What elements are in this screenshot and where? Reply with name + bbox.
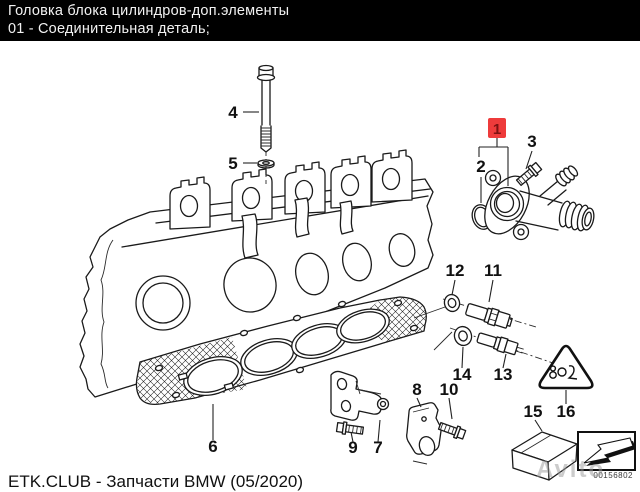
watermark: Avito (536, 456, 605, 483)
part-6-head-gasket (135, 296, 427, 406)
part-9-bolt (335, 421, 365, 435)
part-label-14[interactable]: 14 (453, 365, 472, 384)
part-8-plate (406, 402, 442, 465)
part-label-2[interactable]: 2 (476, 157, 485, 176)
page-subtitle: 01 - Соединительная деталь; (8, 21, 211, 37)
triangle-symbol (549, 365, 578, 380)
part-1-connector-flange (484, 165, 595, 241)
title-bar: Головка блока цилиндров-доп.элементы 01 … (0, 0, 640, 41)
part-label-4[interactable]: 4 (228, 103, 238, 122)
page-title: Головка блока цилиндров-доп.элементы (8, 3, 290, 19)
part-5-washer (257, 159, 275, 169)
part-14-seal-ring (453, 325, 473, 347)
image-code: 00156802 (593, 471, 633, 480)
part-11-temp-sensor (465, 303, 513, 329)
part-3-bolt (515, 161, 543, 187)
footer-caption: ETK.CLUB - Запчасти BMW (05/2020) (8, 472, 304, 491)
part-12-seal-ring (443, 293, 461, 313)
part-label-13[interactable]: 13 (494, 365, 513, 384)
part-label-6[interactable]: 6 (208, 437, 217, 456)
replacement-arrow-icon (583, 437, 634, 464)
part-labels: 1 2 3 4 5 6 7 8 9 10 11 12 13 14 15 16 (208, 103, 575, 457)
part-label-10[interactable]: 10 (440, 380, 459, 399)
part-label-7[interactable]: 7 (373, 438, 382, 457)
cylinder-head-drawing (79, 149, 434, 398)
part-label-16[interactable]: 16 (557, 402, 576, 421)
part-label-15[interactable]: 15 (524, 402, 543, 421)
part-label-12[interactable]: 12 (446, 261, 465, 280)
part-label-5[interactable]: 5 (228, 154, 237, 173)
part-label-3[interactable]: 3 (527, 132, 536, 151)
parts-diagram: 00156802 Avito (79, 64, 636, 483)
part-7-bracket (330, 370, 390, 421)
part-4-head-bolt (256, 64, 276, 186)
leader-lines (212, 111, 567, 443)
part-label-1[interactable]: 1 (493, 121, 501, 138)
part-15-seal-kit-box (511, 431, 578, 481)
part-10-bolt (437, 421, 467, 440)
part-label-8[interactable]: 8 (412, 380, 421, 399)
part-label-9[interactable]: 9 (348, 438, 357, 457)
part-label-11[interactable]: 11 (484, 261, 502, 280)
part-1-highlight-marker[interactable] (488, 118, 506, 138)
part-13-temp-sensor (476, 332, 524, 356)
part-16-warning-triangle (538, 344, 594, 390)
replacement-arrow-box (577, 431, 636, 471)
